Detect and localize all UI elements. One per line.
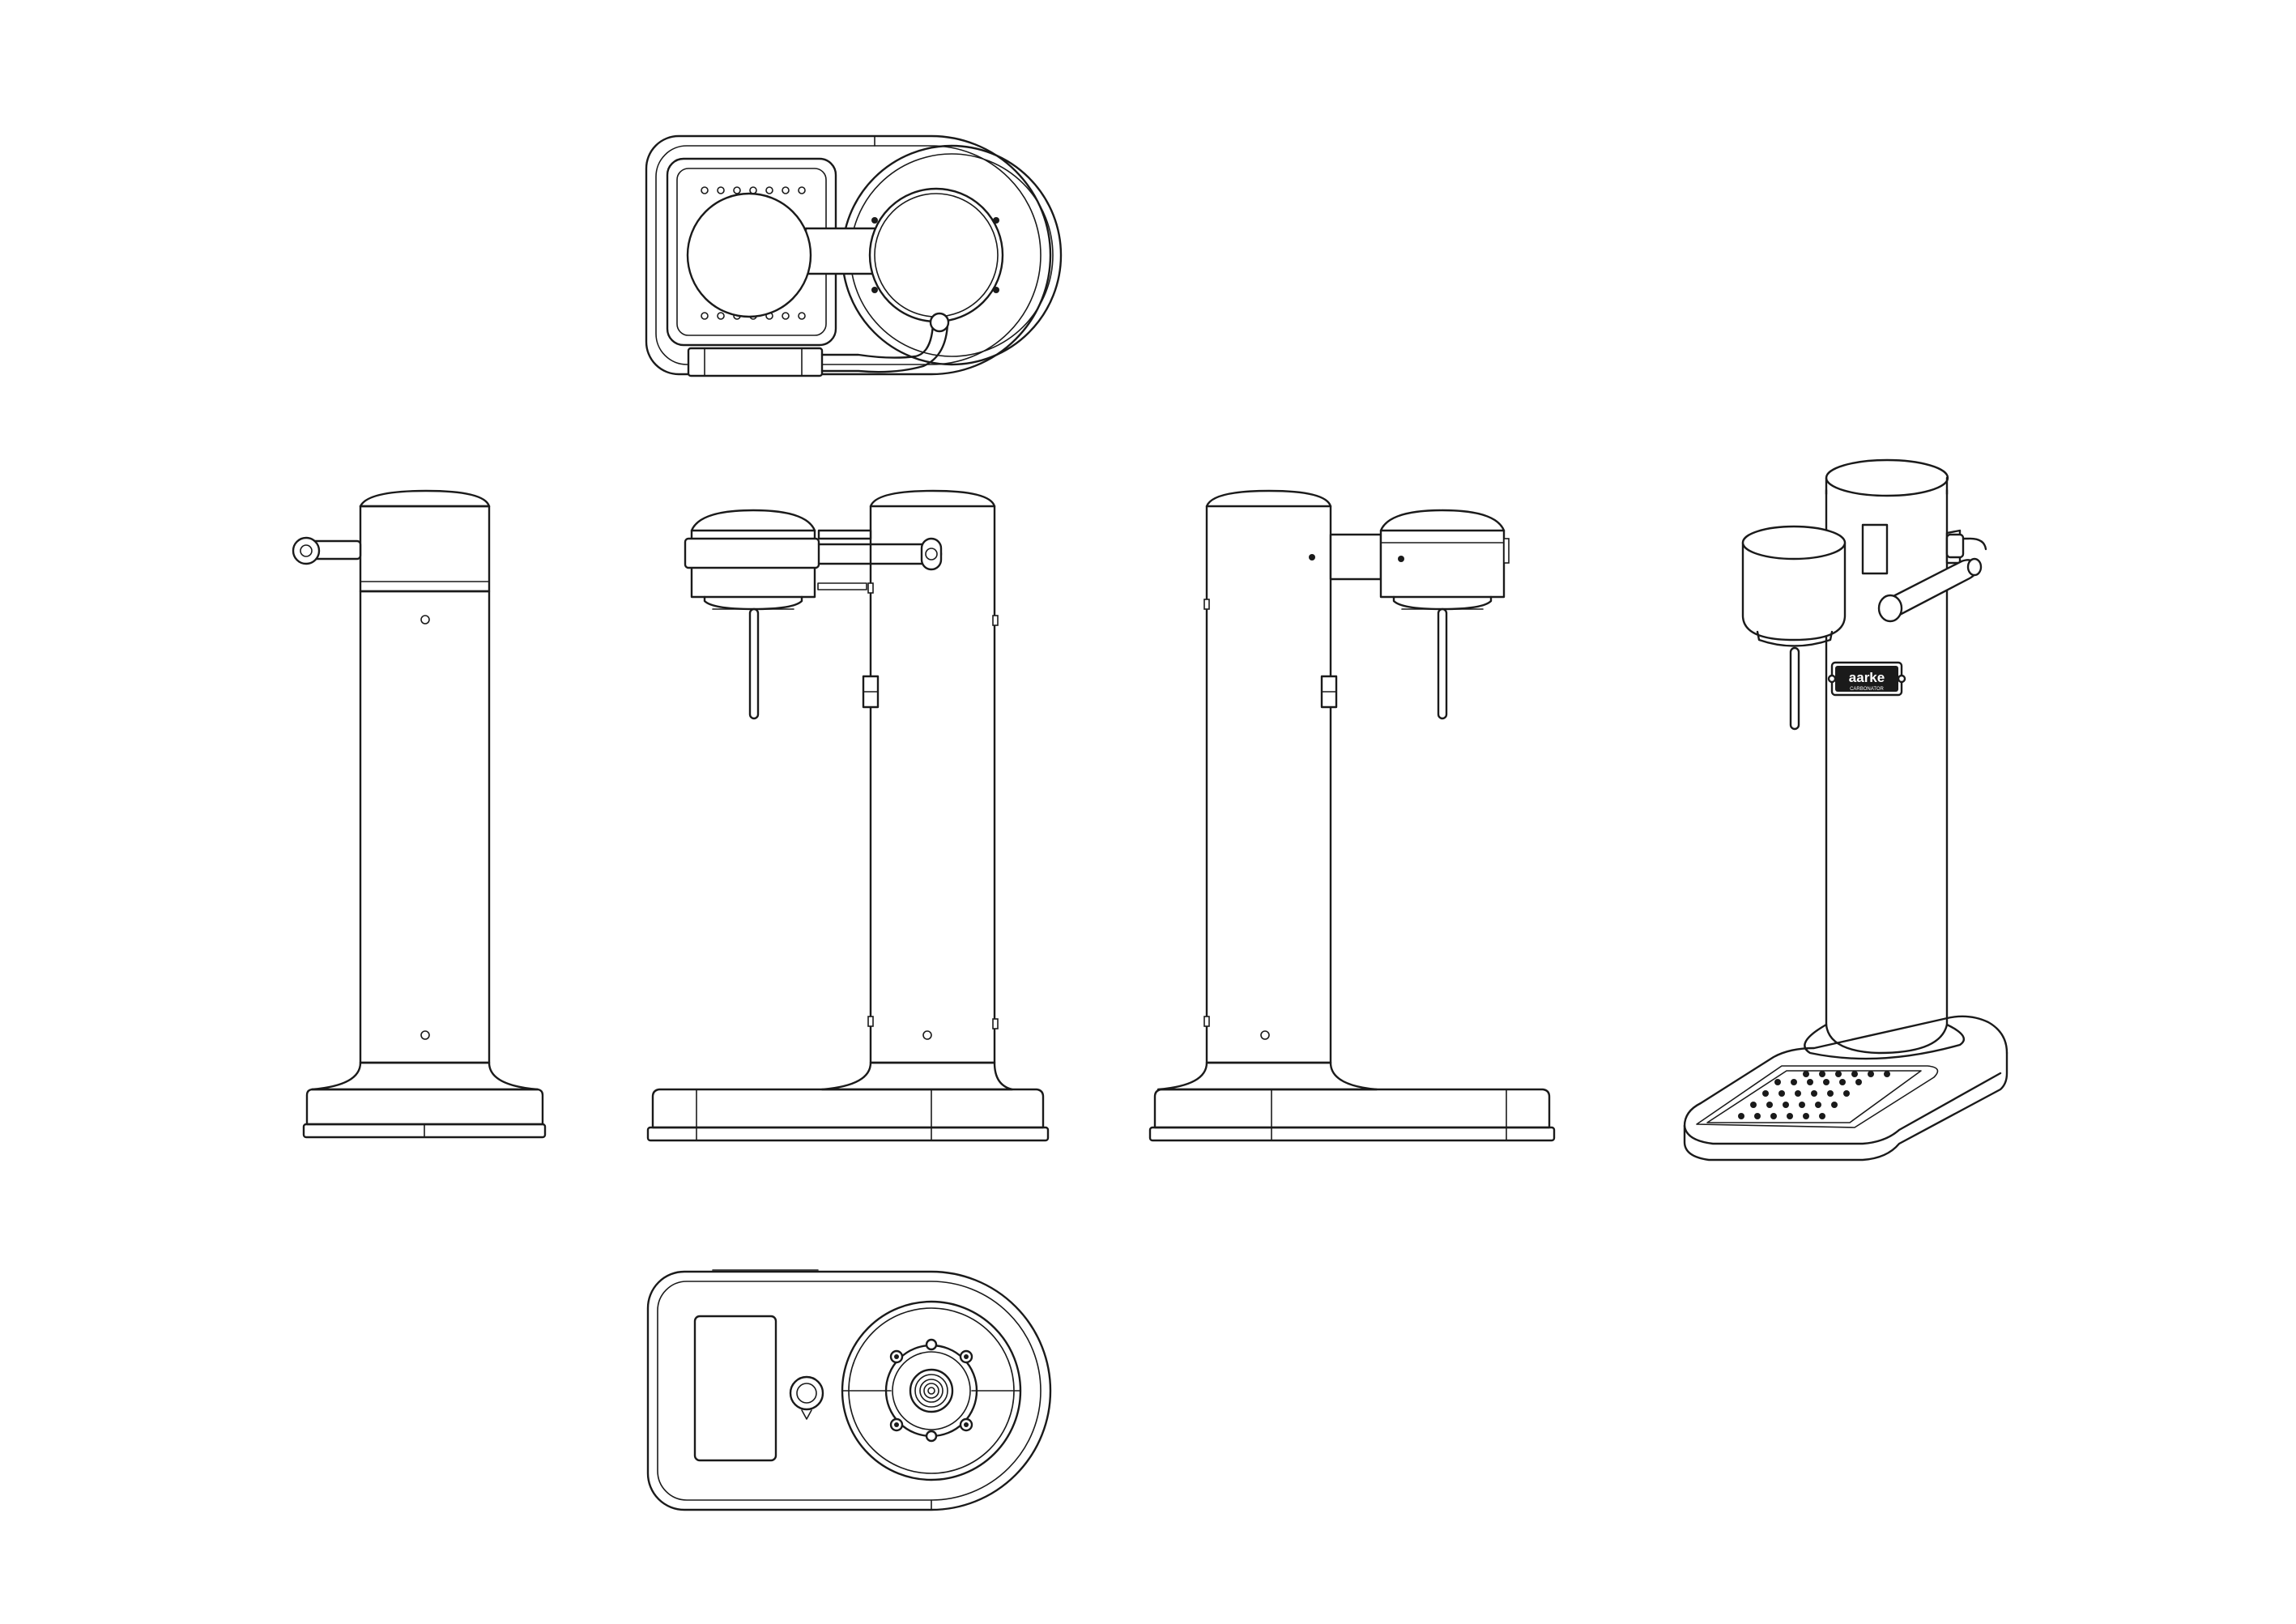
front-view — [646, 489, 1050, 1142]
drip-tray-holes — [1738, 1071, 1890, 1119]
nameplate: aarke CARBONATOR — [1827, 661, 1906, 697]
back-view — [1148, 489, 1556, 1142]
perspective-view: aarke CARBONATOR — [1683, 458, 2008, 1162]
nameplate-subtitle: CARBONATOR — [1850, 687, 1884, 692]
nameplate-brand: aarke — [1849, 670, 1885, 685]
bottom-view — [646, 1269, 1052, 1511]
top-view — [645, 134, 1063, 377]
side-view-left — [292, 489, 547, 1139]
